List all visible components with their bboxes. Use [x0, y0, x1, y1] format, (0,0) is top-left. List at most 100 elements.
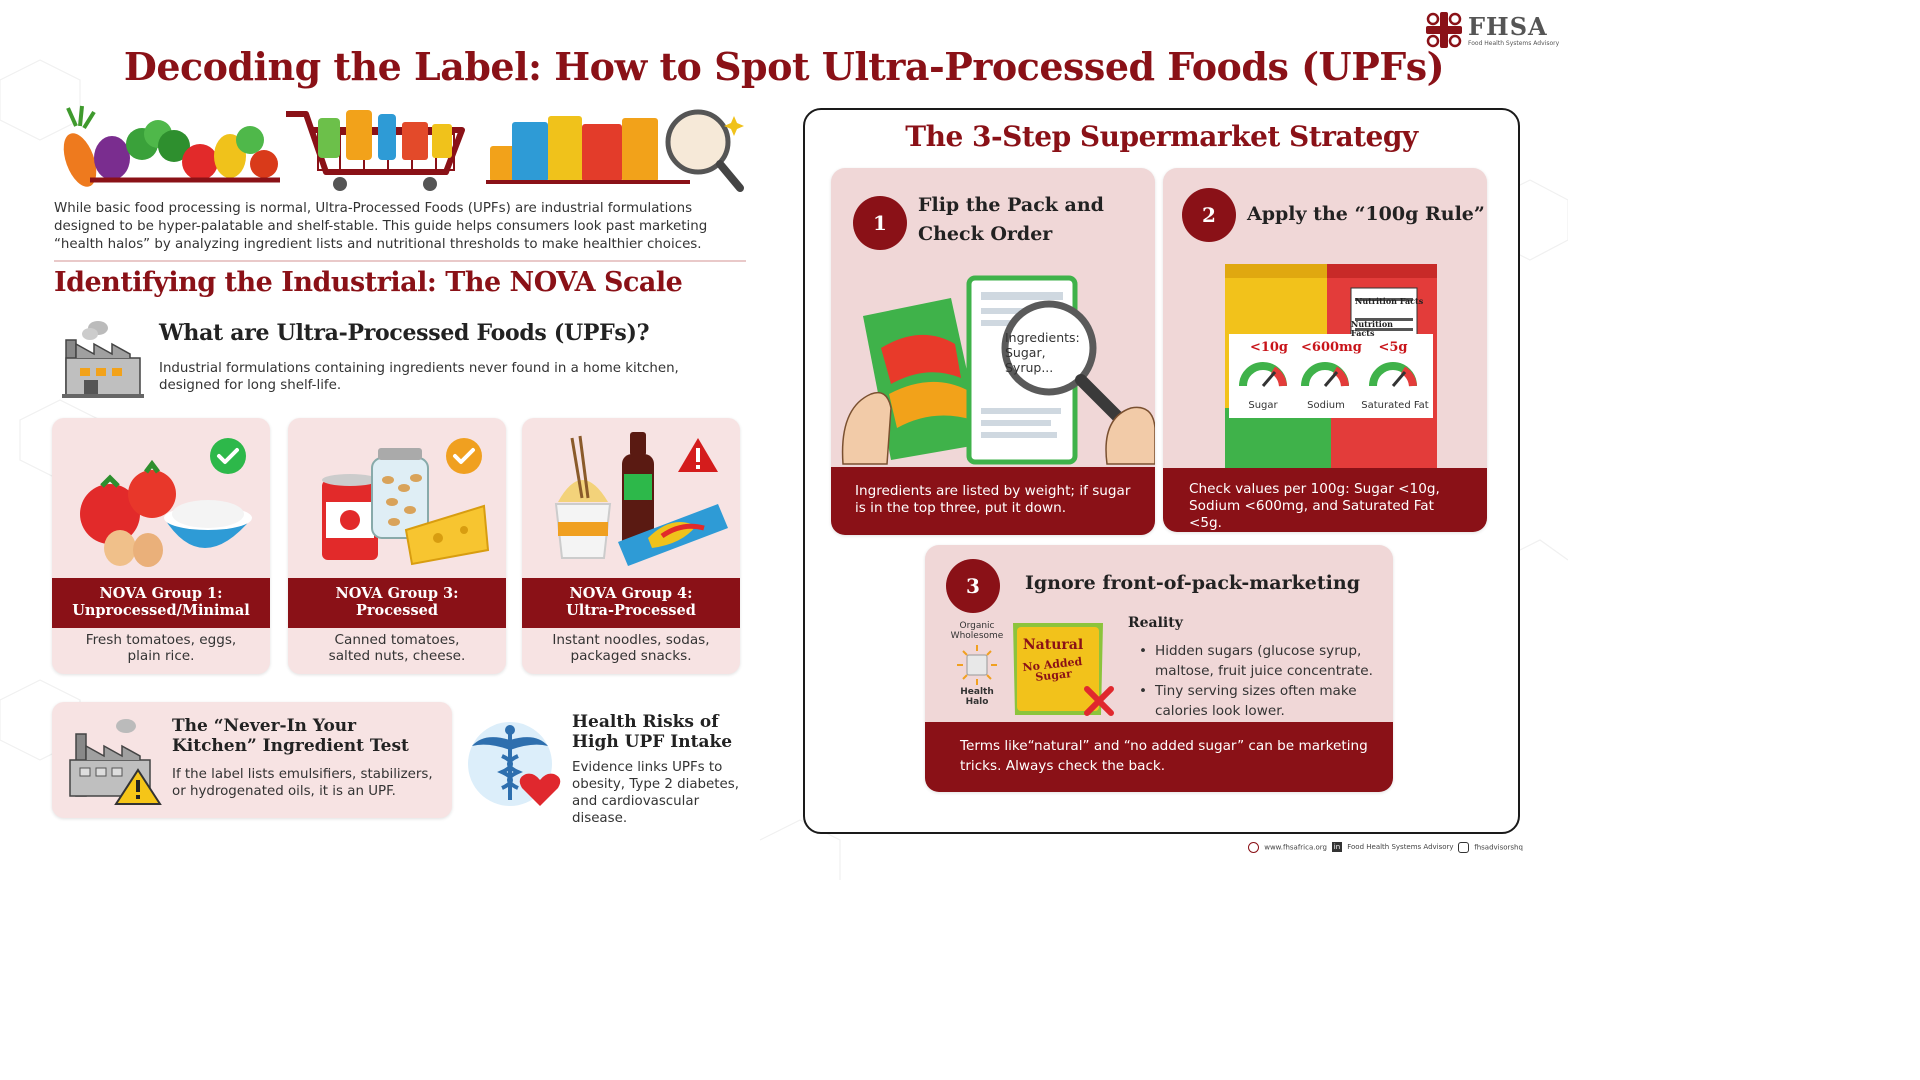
footer-instagram-text: fhsadvisorshq [1474, 843, 1523, 852]
globe-icon [1248, 842, 1259, 853]
page-title: Decoding the Label: How to Spot Ultra-Pr… [123, 44, 1445, 89]
reality-bullet-1-line2: maltose, fruit juice concentrate. [1155, 663, 1373, 679]
factory-warning-icon [69, 719, 162, 805]
nova-group-3-card: NOVA Group 3: Processed Canned tomatoes,… [288, 418, 506, 674]
processed-foods-icon [322, 438, 490, 566]
marketing-pack-icon [1013, 623, 1114, 716]
nova-group-1-examples-line1: Fresh tomatoes, eggs, [85, 632, 237, 648]
pack-natural-label: Natural [1022, 637, 1084, 653]
nova-group-4-label-line1: NOVA Group 4: [569, 585, 693, 602]
magnifier-text: Ingredients: Sugar, Syrup... [1005, 330, 1080, 375]
nova-group-1-examples-line2: plain rice. [127, 648, 195, 664]
nova-group-4-examples: Instant noodles, sodas, packaged snacks. [522, 632, 740, 664]
nova-group-1-label-line1: NOVA Group 1: [99, 585, 223, 602]
vegetables-icon [63, 105, 280, 187]
ingredient-test-card: The “Never-In Your Kitchen” Ingredient T… [52, 702, 452, 818]
step-1-title-line2: Check Order [918, 223, 1053, 245]
step-3-note-line1: Terms like“natural” and “no added sugar”… [960, 738, 1368, 754]
halo-top-label: Organic Wholesome [945, 621, 1009, 641]
step-3-number: 3 [946, 559, 1000, 613]
health-caduceus-icon [468, 722, 561, 806]
fhsa-logo: FHSA Food Health Systems Advisory [1424, 10, 1559, 50]
health-halo-icon [957, 645, 997, 685]
nova-group-1-label-line2: Unprocessed/Minimal [72, 602, 250, 619]
reality-bullet-2-line2: calories look lower. [1155, 703, 1285, 719]
health-risks-title-line1: Health Risks of [572, 712, 719, 732]
health-risks-title: Health Risks of High UPF Intake [572, 712, 752, 752]
shopping-cart-icon [286, 110, 465, 191]
ultra-processed-foods-icon [554, 432, 728, 566]
nova-group-4-examples-line2: packaged snacks. [570, 648, 692, 664]
step-2-card: 2 Apply the “100g Rule” Nutrition Facts … [1163, 168, 1487, 532]
what-are-upfs-description: Industrial formulations containing ingre… [159, 361, 679, 393]
gauge-icons [1239, 362, 1417, 387]
nova-group-4-label-line2: Ultra-Processed [566, 602, 696, 619]
instagram-icon [1458, 842, 1469, 853]
step-3-card: 3 Ignore front-of-pack-marketing Organic… [925, 545, 1393, 792]
saturated-fat-gauge-label: Saturated Fat [1361, 400, 1429, 411]
what-are-upfs-title: What are Ultra-Processed Foods (UPFs)? [159, 320, 650, 346]
health-risks-title-line2: High UPF Intake [572, 732, 733, 752]
sodium-limit: <600mg [1301, 340, 1362, 355]
reality-bullet-1-line1: Hidden sugars (glucose syrup, [1155, 643, 1362, 659]
magnifier-text-line2: Sugar, [1005, 345, 1046, 360]
fresh-foods-icon [80, 438, 252, 567]
step-1-card: 1 Flip the Pack and Check Order Ingredie… [831, 168, 1155, 535]
nova-group-4-examples-line1: Instant noodles, sodas, [552, 632, 710, 648]
nova-group-3-label-line1: NOVA Group 3: [335, 585, 459, 602]
intro-paragraph: While basic food processing is normal, U… [54, 201, 708, 252]
nova-group-1-examples: Fresh tomatoes, eggs, plain rice. [52, 632, 270, 664]
step-2-title: Apply the “100g Rule” [1247, 203, 1485, 225]
footer-instagram[interactable]: fhsadvisorshq [1458, 842, 1523, 853]
nutrition-facts-sublabel: Nutrition Facts [1351, 320, 1393, 338]
nutrition-pack-illustration [1225, 264, 1437, 468]
magnifier-text-line3: Syrup... [1005, 360, 1054, 375]
nova-group-4-card: NOVA Group 4: Ultra-Processed Instant no… [522, 418, 740, 674]
nutrition-facts-label: Nutrition Facts [1355, 296, 1424, 306]
footer-website[interactable]: www.fhsafrica.org [1248, 842, 1327, 853]
step-2-number: 2 [1182, 188, 1236, 242]
step-3-note-line2: tricks. Always check the back. [960, 758, 1166, 774]
halo-bottom-label: Health Halo [951, 687, 1003, 707]
packaged-products-icon [486, 109, 744, 192]
nutrition-facts-sublabel-line1: Nutrition [1351, 319, 1393, 329]
magnifier-text-line1: Ingredients: [1005, 330, 1080, 345]
health-risks-description: Evidence links UPFs to obesity, Type 2 d… [572, 760, 739, 826]
reality-bullets: • Hidden sugars (glucose syrup, maltose,… [1137, 641, 1389, 721]
step-3-note: Terms like“natural” and “no added sugar”… [925, 722, 1393, 792]
nova-group-1-card: NOVA Group 1: Unprocessed/Minimal Fresh … [52, 418, 270, 674]
halo-bottom-label-line1: Health [960, 687, 994, 697]
factory-icon [62, 321, 144, 398]
reality-bullet-2-line1: Tiny serving sizes often make [1155, 683, 1357, 699]
step-1-note: Ingredients are listed by weight; if sug… [831, 467, 1155, 535]
brand-name: FHSA [1468, 12, 1548, 41]
step-1-number: 1 [853, 196, 907, 250]
nova-section-heading: Identifying the Industrial: The NOVA Sca… [54, 267, 683, 298]
step-2-note: Check values per 100g: Sugar <10g, Sodiu… [1163, 468, 1487, 532]
step-3-title: Ignore front-of-pack-marketing [1025, 572, 1360, 594]
reality-title: Reality [1128, 615, 1183, 631]
section-divider [54, 260, 746, 262]
saturated-fat-limit: <5g [1378, 340, 1408, 355]
ingredient-test-description: If the label lists emulsifiers, stabiliz… [172, 767, 433, 799]
footer-linkedin[interactable]: in Food Health Systems Advisory [1332, 842, 1454, 852]
halo-top-label-line1: Organic [959, 621, 995, 631]
sugar-limit: <10g [1249, 340, 1289, 355]
step-1-title-line1: Flip the Pack and [918, 194, 1104, 216]
hero-illustration [63, 105, 744, 192]
nova-group-3-examples: Canned tomatoes, salted nuts, cheese. [288, 632, 506, 664]
linkedin-icon: in [1332, 842, 1342, 852]
sodium-gauge-label: Sodium [1307, 400, 1345, 411]
brand-tagline: Food Health Systems Advisory [1468, 40, 1560, 47]
nova-group-3-label: NOVA Group 3: Processed [288, 578, 506, 628]
nova-group-1-label: NOVA Group 1: Unprocessed/Minimal [52, 578, 270, 628]
logo-mark-icon [1426, 12, 1462, 48]
nova-group-4-label: NOVA Group 4: Ultra-Processed [522, 578, 740, 628]
footer-website-text: www.fhsafrica.org [1264, 843, 1327, 852]
step-1-title: Flip the Pack and Check Order [918, 191, 1104, 249]
check-ingredients-illustration [841, 275, 1155, 465]
footer-linkedin-text: Food Health Systems Advisory [1347, 843, 1454, 851]
halo-bottom-label-line2: Halo [965, 697, 989, 707]
reality-bullet-1: • Hidden sugars (glucose syrup, maltose,… [1137, 641, 1389, 681]
nutrition-facts-sublabel-line2: Facts [1351, 328, 1375, 338]
